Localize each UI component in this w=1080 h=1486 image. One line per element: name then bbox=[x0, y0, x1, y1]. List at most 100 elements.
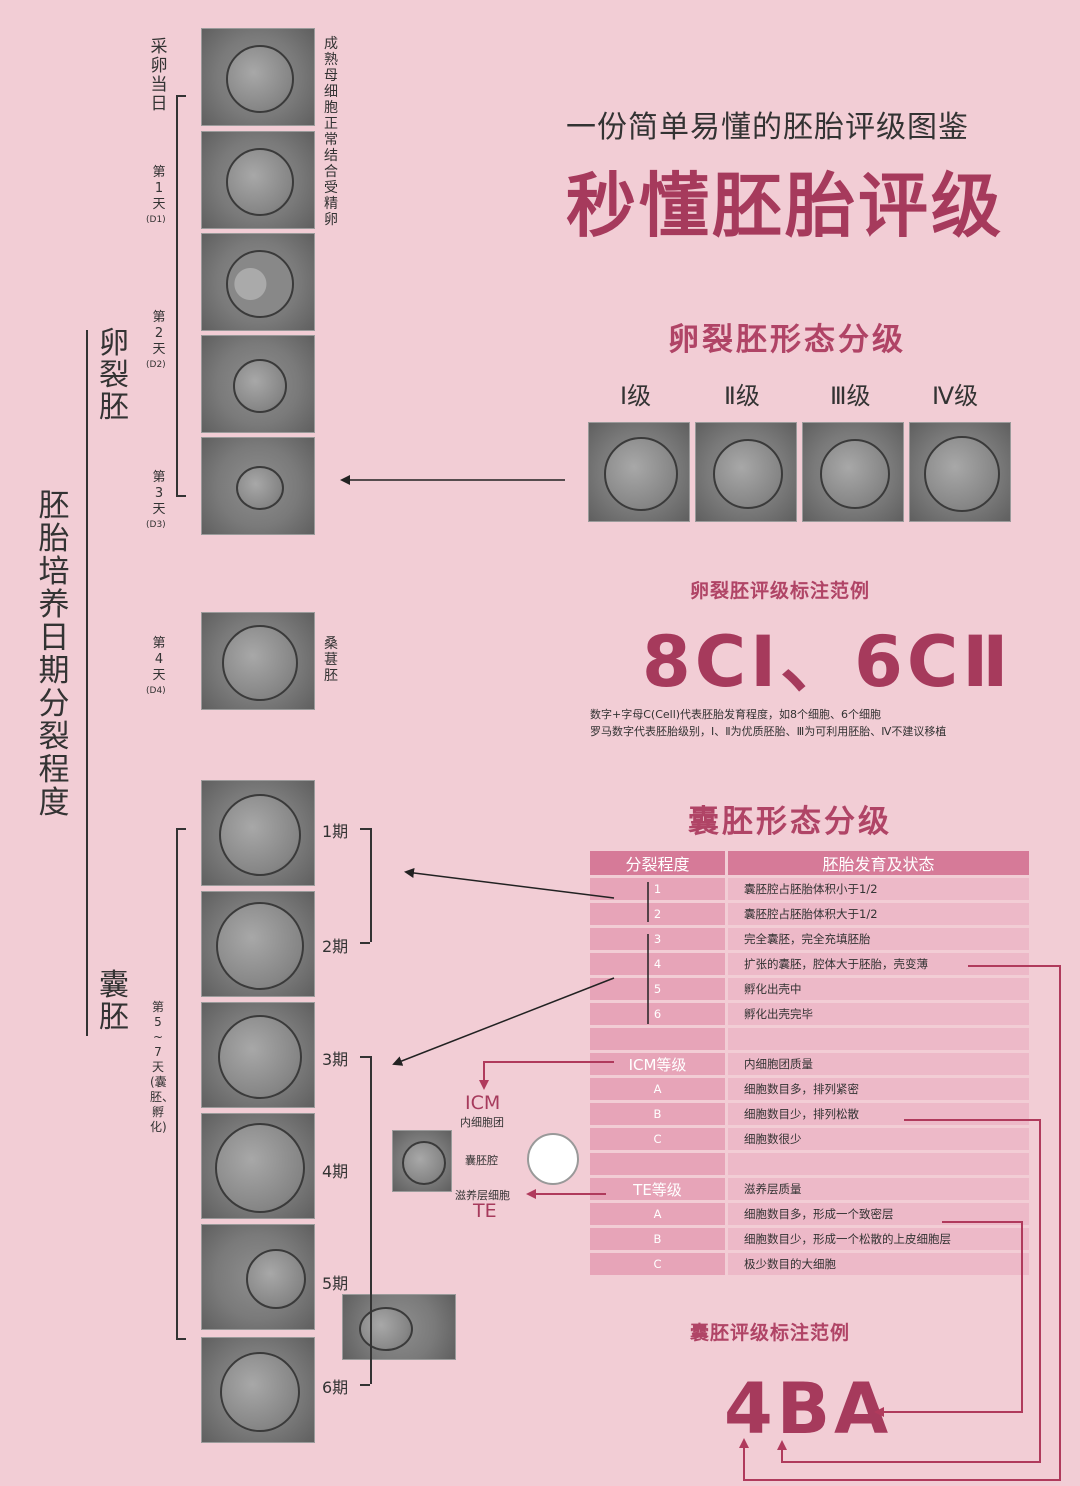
day57-label: 第5~7天(囊胚、孵化) bbox=[150, 1000, 175, 1134]
cavity-label: 囊胚腔 bbox=[465, 1154, 498, 1167]
day4-code: (D4) bbox=[146, 686, 166, 696]
blastocyst-example-title: 囊胚评级标注范例 bbox=[690, 1322, 851, 1344]
arrow-icm bbox=[479, 1061, 614, 1090]
arrow-tea-to-example bbox=[874, 1221, 1023, 1417]
cleavage-example: 8CⅠ、6CⅡ bbox=[642, 621, 1013, 703]
blastocyst-cell bbox=[402, 1141, 446, 1185]
main-axis-label: 胚胎培养日期 分裂程度 bbox=[38, 488, 70, 821]
embryo-photo-day4 bbox=[201, 612, 315, 710]
grade-cell bbox=[604, 437, 678, 511]
oocyte-note: 成熟母细胞正常结合受精卵 bbox=[324, 36, 338, 228]
stage-label-2: 2期 bbox=[322, 937, 349, 956]
cleavage-days-bracket bbox=[176, 95, 178, 495]
table-cell bbox=[728, 1153, 1029, 1175]
table-cell: 细胞数目多，形成一个致密层 bbox=[728, 1203, 1029, 1225]
stage-label-6: 6期 bbox=[322, 1378, 349, 1397]
blastocyst-photo-stage6 bbox=[201, 1337, 315, 1443]
table-cell: ICM等级 bbox=[590, 1053, 725, 1075]
table-col-header: 胚胎发育及状态 bbox=[728, 851, 1029, 875]
morula-note: 桑葚胚 bbox=[324, 636, 338, 684]
embryo-photo-day2a bbox=[201, 233, 315, 331]
table-col-header: 分裂程度 bbox=[590, 851, 725, 875]
day3-code: (D3) bbox=[146, 520, 166, 530]
hatched-cell bbox=[359, 1307, 413, 1351]
page-title: 秒懂胚胎评级 bbox=[566, 165, 1004, 247]
table-cell: 扩张的囊胚，腔体大于胚胎，壳变薄 bbox=[728, 953, 1029, 975]
blastocyst-example: 4BA bbox=[724, 1368, 893, 1450]
oocyte-cell bbox=[226, 45, 294, 113]
grade-label-2: Ⅱ级 bbox=[724, 382, 760, 410]
grade-label-4: Ⅳ级 bbox=[932, 382, 979, 410]
arrow-to-stage12 bbox=[404, 868, 615, 899]
hatching-cell bbox=[246, 1249, 306, 1309]
table-cell: TE等级 bbox=[590, 1178, 725, 1200]
page-subtitle: 一份简单易懂的胚胎评级图鉴 bbox=[566, 110, 969, 145]
day4-label: 第4天 bbox=[152, 636, 166, 683]
icm-cn-label: 内细胞团 bbox=[460, 1116, 504, 1129]
table-cell bbox=[590, 1153, 725, 1175]
bracket-tick bbox=[176, 95, 186, 97]
blastocyst-cell bbox=[215, 1123, 305, 1213]
bracket-tick bbox=[360, 1056, 370, 1058]
table-cell: 滋养层质量 bbox=[728, 1178, 1029, 1200]
arrow-stage4-to-example bbox=[739, 965, 1061, 1481]
two-cell bbox=[226, 250, 294, 318]
blastocyst-cell bbox=[219, 794, 301, 876]
stage12-bracket bbox=[370, 828, 372, 942]
grade-cell bbox=[820, 439, 890, 509]
table-cell: 囊胚腔占胚胎体积大于1/2 bbox=[728, 903, 1029, 925]
bracket-tick bbox=[360, 828, 370, 830]
blastocyst-photo-stage1 bbox=[201, 780, 315, 886]
embryo-photo-day0 bbox=[201, 28, 315, 126]
table-cell bbox=[590, 1028, 725, 1050]
blastocyst-cell bbox=[216, 902, 304, 990]
cleavage-grade2-photo bbox=[695, 422, 797, 522]
table-cell bbox=[728, 1028, 1029, 1050]
blastocyst-photo-stage2 bbox=[201, 891, 315, 997]
blastocyst-photo-stage4 bbox=[201, 1113, 315, 1219]
hatched-embryo-photo bbox=[342, 1294, 456, 1360]
blastocyst-photo-stage5 bbox=[201, 1224, 315, 1330]
table-cell: 内细胞团质量 bbox=[728, 1053, 1029, 1075]
four-cell bbox=[233, 359, 287, 413]
cleavage-example-title: 卵裂胚评级标注范例 bbox=[690, 580, 871, 602]
arrow-icmb-to-example bbox=[777, 1119, 1041, 1463]
table-spacer-row bbox=[590, 1153, 1029, 1175]
main-axis-line bbox=[86, 330, 88, 1036]
table-cell: 5 bbox=[590, 978, 725, 1000]
table-cell: 囊胚腔占胚胎体积小于1/2 bbox=[728, 878, 1029, 900]
day3-label: 第3天 bbox=[152, 470, 166, 517]
day1-code: (D1) bbox=[146, 215, 166, 225]
icm-header-row: ICM等级内细胞团质量 bbox=[590, 1053, 1029, 1075]
cleavage-grade3-photo bbox=[802, 422, 904, 522]
table-cell: B bbox=[590, 1103, 725, 1125]
table-cell: 1 bbox=[590, 878, 725, 900]
blastocyst-cell bbox=[218, 1015, 302, 1099]
table-cell: 3 bbox=[590, 928, 725, 950]
te-cn-label: 滋养层细胞 bbox=[455, 1189, 510, 1202]
cleavage-grade1-photo bbox=[588, 422, 690, 522]
table-cell: A bbox=[590, 1078, 725, 1100]
cleavage-group-label: 卵裂胚 bbox=[99, 326, 129, 425]
bracket-tick bbox=[360, 942, 370, 944]
table-header-row: 分裂程度 胚胎发育及状态 bbox=[590, 851, 1029, 875]
day2-code: (D2) bbox=[146, 360, 166, 370]
table-cell: 孵化出壳中 bbox=[728, 978, 1029, 1000]
bracket-tick bbox=[176, 495, 186, 497]
day0-label: 采卵当日 bbox=[150, 37, 168, 114]
cleavage-note-1: 数字+字母C(Cell)代表胚胎发育程度，如8个细胞、6个细胞 bbox=[590, 708, 882, 721]
table-spacer-row bbox=[590, 1028, 1029, 1050]
table-cell: 6 bbox=[590, 1003, 725, 1025]
table-cell: 孵化出壳完毕 bbox=[728, 1003, 1029, 1025]
table-cell: 完全囊胚，完全充填胚胎 bbox=[728, 928, 1029, 950]
arrow-to-stage36 bbox=[392, 977, 615, 1066]
